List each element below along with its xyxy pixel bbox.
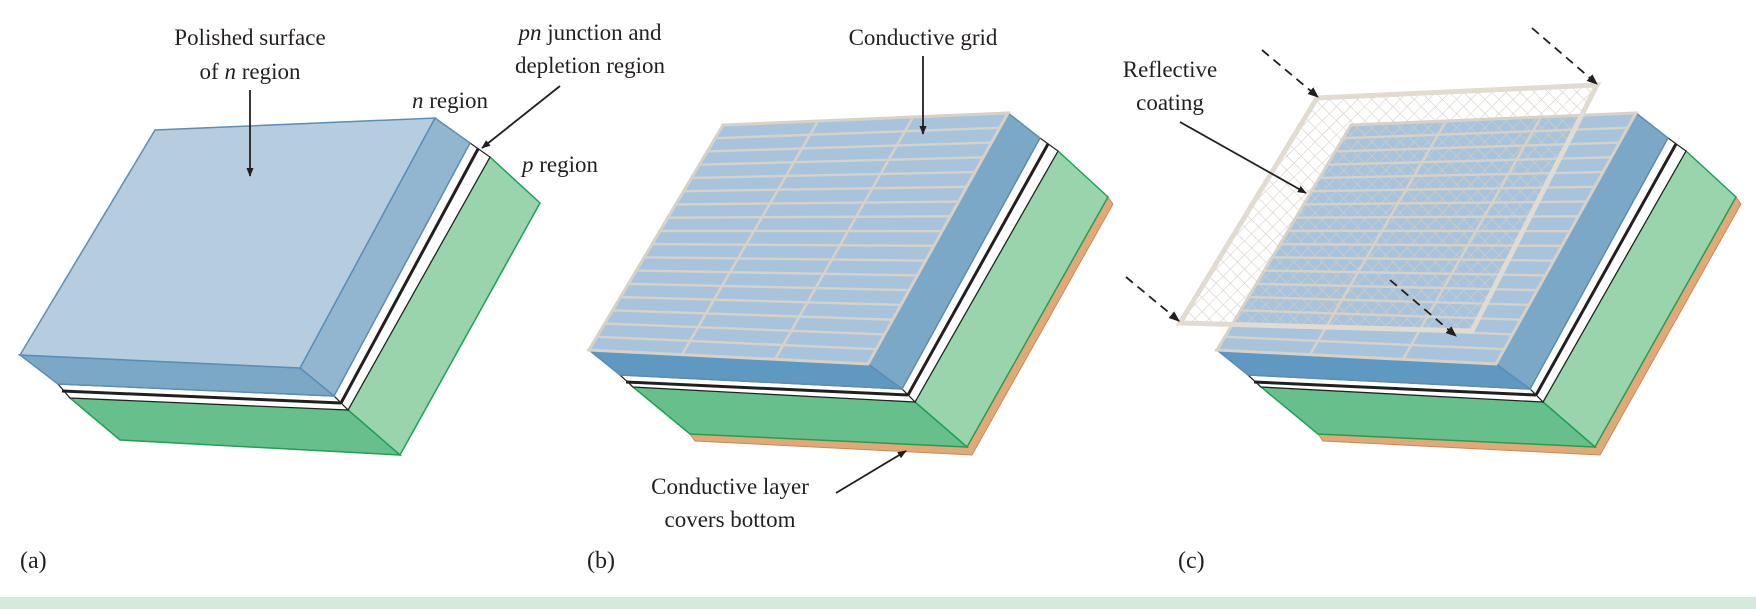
caption-b: (b) — [587, 548, 615, 574]
grid-line-horizontal — [644, 256, 926, 262]
caption-a: (a) — [20, 548, 47, 574]
pn-junction-label-text: junction and — [541, 20, 662, 45]
grid-line-horizontal — [667, 215, 951, 219]
svg-text:pn junction and: pn junction and — [516, 20, 662, 45]
grid-line-horizontal — [683, 185, 967, 193]
grid-line-horizontal — [691, 170, 976, 180]
grid-line-horizontal — [715, 126, 1000, 140]
grid-line-horizontal — [1224, 335, 1505, 351]
n-region-label-text: region — [424, 88, 489, 113]
footer-band — [0, 597, 1756, 609]
polished-surface-label-n: n — [224, 59, 236, 84]
conductive-layer-label-line2: covers bottom — [665, 507, 796, 532]
panel-c-cell-with-reflective-coating: Reflective coating (c) — [1123, 27, 1742, 574]
svg-text:depletion region: depletion region — [515, 53, 666, 78]
polished-surface-label-pre: of — [200, 59, 225, 84]
grid-line-horizontal — [652, 242, 934, 248]
reflective-coating-label-line1: Reflective — [1123, 57, 1218, 82]
depletion-region-label: depletion region — [515, 53, 666, 78]
panel-a-bare-cell: Polished surface of n region n region pn… — [17, 20, 666, 574]
caption-c: (c) — [1178, 548, 1205, 574]
grid-line-horizontal — [628, 282, 910, 292]
p-region-label-text: region — [534, 152, 599, 177]
panel-b-cell-with-grid: Conductive grid Conductive layer covers … — [586, 25, 1114, 574]
coating-dashed-arrow-top-left — [1261, 49, 1319, 98]
conductive-grid-label: Conductive grid — [849, 25, 998, 50]
svg-text:p region: p region — [520, 152, 599, 177]
grid-line-horizontal — [675, 200, 959, 206]
svg-text:n region: n region — [412, 88, 489, 113]
reflective-coating-sheet — [1175, 82, 1602, 334]
grid-line-horizontal — [612, 309, 893, 321]
conductive-layer-arrow — [835, 450, 907, 494]
n-region-label-n: n — [412, 88, 424, 113]
pn-junction-arrow — [481, 85, 561, 149]
reflective-coating-label-line2: coating — [1136, 90, 1204, 115]
conductive-layer-label-line1: Conductive layer — [651, 474, 809, 499]
grid-line-vertical — [773, 116, 915, 360]
svg-text:of n region: of n region — [200, 59, 301, 84]
pn-junction-label-pn: pn — [516, 20, 541, 45]
coating-dashed-arrow-top-right — [1531, 27, 1598, 85]
grid-line-horizontal — [620, 295, 901, 307]
grid-line-horizontal — [699, 156, 984, 166]
polished-surface-label-line1: Polished surface — [174, 25, 325, 50]
p-region-label-p: p — [520, 152, 534, 177]
grid-line-horizontal — [707, 141, 992, 153]
coating-dashed-arrow-left — [1125, 276, 1180, 322]
reflective-coating-arrow — [1179, 121, 1307, 194]
n-region-polished-top — [18, 117, 437, 369]
grid-line-horizontal — [604, 322, 885, 336]
conductive-grid — [596, 116, 1000, 360]
polished-surface-label-post: region — [236, 59, 301, 84]
grid-line-horizontal — [636, 269, 918, 277]
grid-line-horizontal — [596, 335, 877, 351]
grid-line-vertical — [680, 120, 820, 356]
svg-text:Polished surface: Polished surface — [174, 25, 325, 50]
